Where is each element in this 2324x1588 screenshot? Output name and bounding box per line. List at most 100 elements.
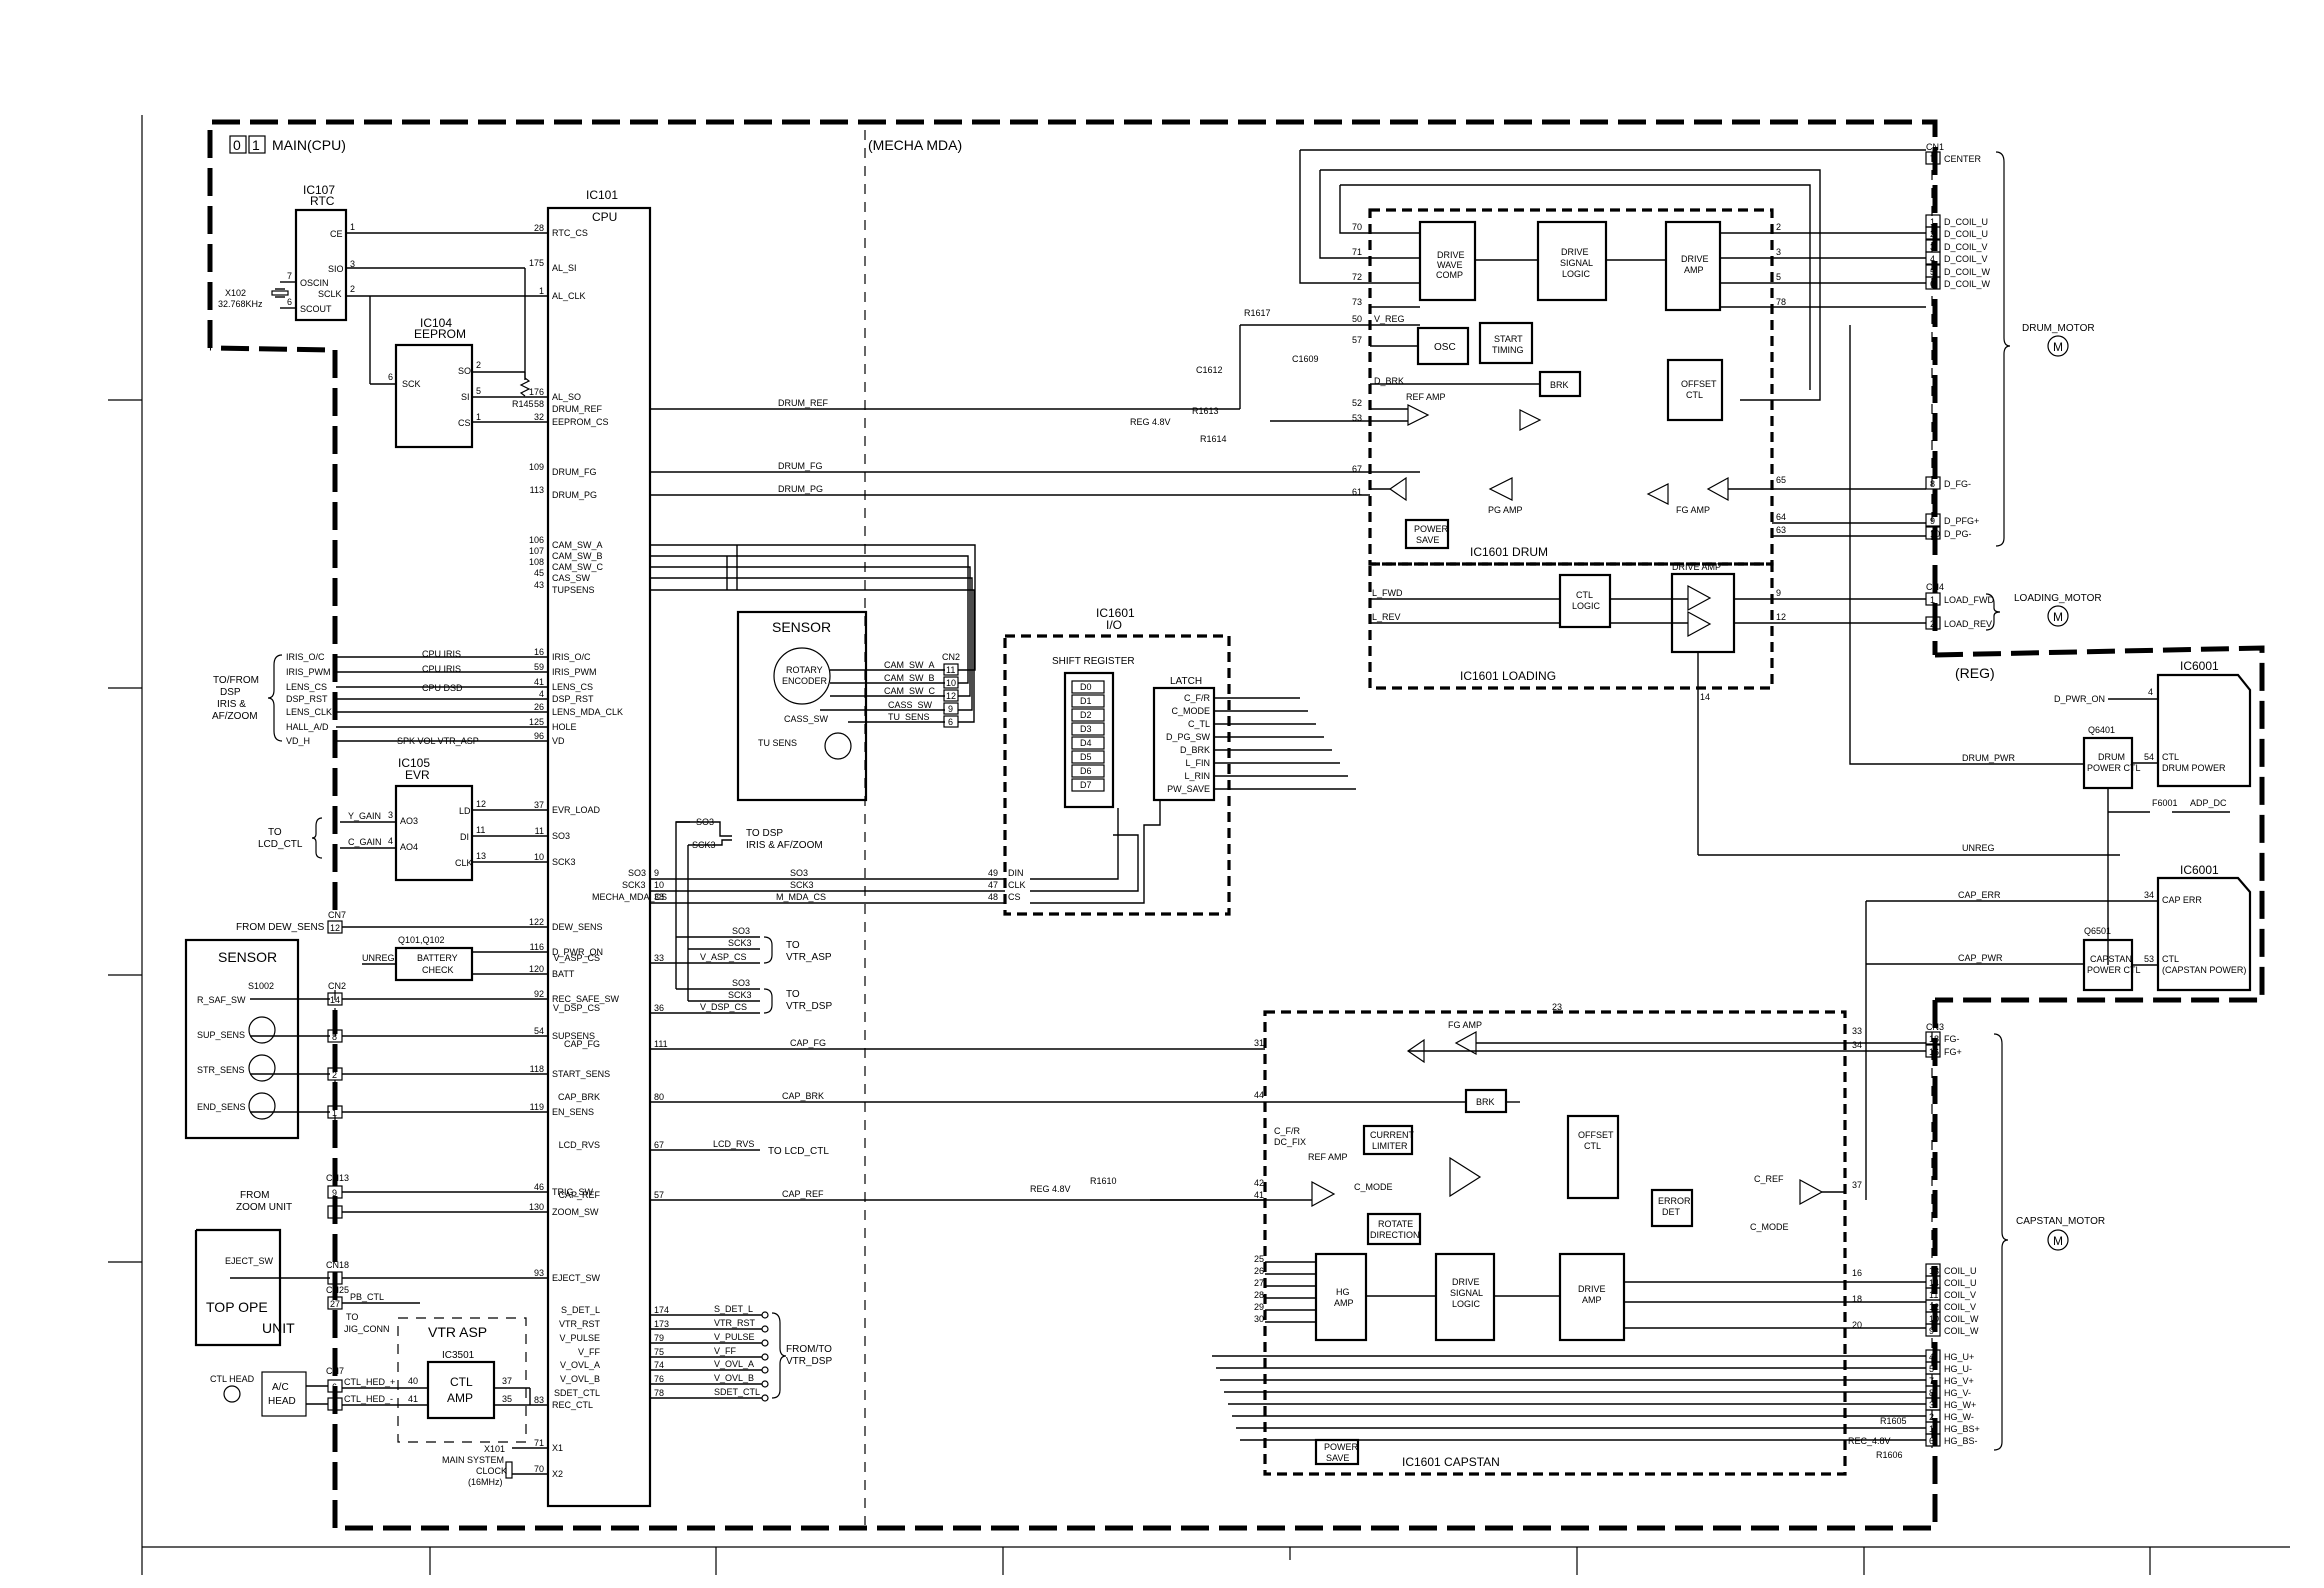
sensor2-sig: CASS_SW	[888, 700, 933, 710]
ic104-num: 2	[476, 360, 481, 370]
io-ref: IC1601	[1096, 606, 1135, 620]
cpu-pin-labels: RTC_CS28AL_SI175AL_CLK1AL_SO176EEPROM_CS…	[529, 223, 669, 1479]
capstan-rot: ROTATE	[1378, 1219, 1413, 1229]
cpu-sig: CPU IRIS	[422, 649, 461, 659]
mid-sig-cap-brk: CAP_BRK	[782, 1091, 824, 1101]
cpu-pin-name: DRUM_PG	[552, 490, 597, 500]
io-in: DIN	[1008, 868, 1024, 878]
vtr-dsp-signals: S_DET_LVTR_RSTV_PULSEV_FFV_OVL_AV_OVL_BS…	[650, 1304, 832, 1402]
reg-region-outline	[1934, 645, 2265, 1003]
so3-num: 38	[654, 892, 664, 902]
cn25-l1: TO	[346, 1312, 358, 1322]
capstan-misc: R1605 R1606 REC_4.8V	[1848, 1416, 1907, 1460]
ic6001a-ctl2: DRUM POWER	[2162, 763, 2226, 773]
cpu-pin-name: VD	[552, 736, 565, 746]
loading-lfwd: L_FWD	[1372, 588, 1403, 598]
cn4-pin: 1	[1930, 595, 1935, 605]
vtrasp-sig: CTL_HED_-	[344, 1394, 393, 1404]
cpu-middle-signals: DRUM_REF DRUM_FG DRUM_PG SO3 SCK3 M_MDA_…	[592, 398, 1465, 1201]
cpu-pin-name: EEPROM_CS	[552, 417, 609, 427]
sensor1-pin: 8	[332, 1032, 337, 1042]
sensor1-sig: SUP_SENS	[197, 1030, 245, 1040]
so3-label: SO3	[628, 868, 646, 878]
cpu-pin-num: 75	[654, 1347, 664, 1357]
drum-r1614: R1614	[1200, 434, 1227, 444]
mid-sig-drum-ref: DRUM_REF	[778, 398, 829, 408]
cn1-pin: 4	[1930, 254, 1935, 264]
capstan-misc-reg: REC_4.8V	[1848, 1436, 1891, 1446]
ic107-name: RTC	[310, 194, 335, 208]
ic104-eeprom: IC104 EEPROM SCK SO SI CS 6 2 5 1	[388, 316, 548, 449]
so3-num: 10	[654, 880, 664, 890]
cpu-pin-name: DRUM_REF	[552, 404, 603, 414]
cpu-pin-name: IRIS_O/C	[552, 652, 591, 662]
cn3-pin: 12	[1929, 1302, 1939, 1312]
vtrasp-ic: IC3501	[442, 1350, 475, 1361]
cpu-pin-num: 36	[654, 1003, 664, 1013]
capstan-r1606: R1606	[1876, 1450, 1903, 1460]
ic105-pin: LD	[459, 806, 471, 816]
cpu-pin-name: SCK3	[552, 857, 576, 867]
ic6001b-ctl2: (CAPSTAN POWER)	[2162, 965, 2246, 975]
to-lcd: LCD_CTL	[258, 839, 303, 850]
ic107-num: 7	[287, 271, 292, 281]
ic105-evr: IC105 EVR AO3 AO4 LD DI CLK 3 4 12 11 13…	[258, 756, 548, 882]
drum-brk: BRK	[1550, 380, 1569, 390]
sensor-rotary: SENSOR ROTARY ENCODER CASS_SW TU SENS CA…	[650, 544, 976, 802]
capstan-pin-num: 29	[1254, 1302, 1264, 1312]
cn3-sig: COIL_W	[1944, 1314, 1979, 1324]
cpu-pin-name: CAS_SW	[552, 573, 591, 583]
cn25-l2: JIG_CONN	[344, 1324, 390, 1334]
vtrasp-num: 41	[408, 1394, 418, 1404]
cpu-pin-num: 109	[529, 462, 544, 472]
capstan-brk: BRK	[1476, 1097, 1495, 1107]
loading-ctl: LOGIC	[1572, 601, 1601, 611]
cpu-pin-num: 45	[534, 568, 544, 578]
ic105-pin: CLK	[455, 858, 473, 868]
loading-num: 12	[1776, 612, 1786, 622]
cpu-pin-name: DSP_RST	[552, 694, 594, 704]
cpu-pin-num: 59	[534, 662, 544, 672]
region-title-main: 0 1 MAIN(CPU)	[229, 135, 346, 154]
ic6001-drum-power: IC6001 CTL DRUM POWER 4 54 D_PWR_ON Q640…	[1849, 325, 2252, 790]
cpu-pin-num: 57	[654, 1190, 664, 1200]
drum-offset: CTL	[1686, 390, 1703, 400]
capstan-psave: SAVE	[1326, 1453, 1349, 1463]
cn1-sig: D_COIL_V	[1944, 242, 1988, 252]
io-out: D_BRK	[1180, 745, 1210, 755]
capstan-reg: REG 4.8V	[1030, 1184, 1071, 1194]
cn1-sig: CENTER	[1944, 154, 1982, 164]
drum-c1612: C1612	[1196, 365, 1223, 375]
tofrom-dsp: DSP	[220, 687, 241, 698]
ctl-head-block: CTL HEAD A/C HEAD CN7 6 5	[210, 1366, 344, 1417]
mid-sig-drum-fg: DRUM_FG	[778, 461, 823, 471]
mid-sig-lcd-rvs: LCD_RVS	[713, 1139, 754, 1149]
io-d-bit: D1	[1080, 696, 1092, 706]
drum-pin-num: 57	[1352, 335, 1362, 345]
cn3-pin: 14	[1929, 1278, 1939, 1288]
drum-pin-num: 5	[1776, 272, 1781, 282]
x102-ref: X102	[225, 288, 246, 298]
cpu-pin-name: AL_SI	[552, 263, 577, 273]
battery-l2: CHECK	[422, 965, 454, 975]
cn4-sig: LOAD_REV	[1944, 619, 1992, 629]
capstan-pin-num: 26	[1254, 1266, 1264, 1276]
ic1601-drum: IC1601 DRUM DRIVE WAVE COMP DRIVE SIGNAL…	[1239, 149, 1926, 566]
top-ope-unit: EJECT_SW TOP OPE UNIT CN18 5	[194, 1228, 548, 1347]
mid-sig-cap-ref: CAP_REF	[782, 1189, 824, 1199]
cpu-pin-name: HOLE	[552, 722, 577, 732]
cpu-pin-name: IRIS_PWM	[552, 667, 597, 677]
cpu-pin-name: DEW_SENS	[552, 922, 603, 932]
capstan-pin-num: 25	[1254, 1254, 1264, 1264]
io-out: PW_SAVE	[1167, 784, 1210, 794]
cpu-pin-name: S_DET_L	[561, 1305, 600, 1315]
cpu-pin-name: AL_SO	[552, 392, 581, 402]
capstan-rot: DIRECTION	[1370, 1230, 1420, 1240]
mid-sig-v-dsp-cs: V_DSP_CS	[700, 1002, 747, 1012]
capstan-pin-num: 42	[1254, 1178, 1264, 1188]
cn1-pin: 1	[1930, 217, 1935, 227]
io-out: L_RIN	[1184, 771, 1210, 781]
cn3-pin: 11	[1929, 1290, 1938, 1300]
cpu-pin-name: EVR_LOAD	[552, 805, 601, 815]
io-out: L_FIN	[1185, 758, 1210, 768]
